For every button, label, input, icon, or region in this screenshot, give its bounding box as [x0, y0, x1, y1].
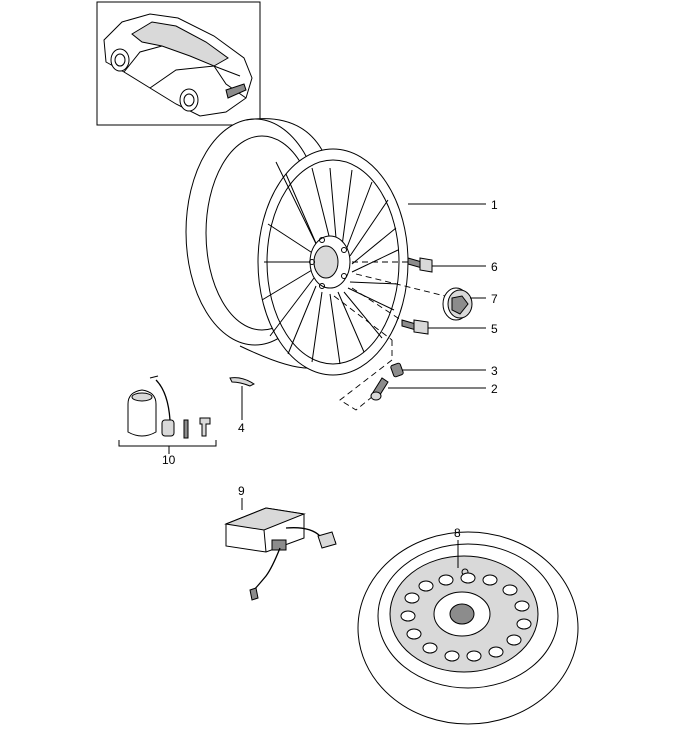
wheel-bolt-icon: [401, 319, 429, 335]
callout-8: 8: [454, 526, 461, 540]
sealant-bottle-icon: [127, 389, 157, 437]
spare-wheel-holes: [400, 572, 532, 662]
compressor-icon: [224, 507, 306, 553]
car-icon: [103, 13, 253, 117]
leader-lines: [241, 203, 486, 568]
callout-1: 1: [491, 198, 498, 212]
balance-weight-icon: [229, 377, 255, 387]
tire-valve-icon: [370, 377, 389, 401]
callout-2: 2: [491, 382, 498, 396]
filler-hose-icon: [149, 375, 175, 437]
valve-insert-icon: [183, 419, 189, 439]
assembly-lines: [333, 261, 446, 411]
spare-wheel: [357, 531, 579, 725]
alloy-wheel: [185, 118, 409, 376]
vehicle-thumbnail: [96, 1, 261, 126]
callout-7: 7: [491, 292, 498, 306]
valve-tool-icon: [199, 417, 211, 437]
callout-6: 6: [491, 260, 498, 274]
tire-compressor: [224, 507, 337, 601]
callout-4: 4: [238, 421, 245, 435]
center-cap-icon: [442, 287, 473, 321]
callouts: 1 6 7 5 3 2 4 10 9 8: [162, 198, 498, 540]
callout-9: 9: [238, 484, 245, 498]
valve-cap-icon: [390, 362, 404, 378]
callout-3: 3: [491, 364, 498, 378]
power-cable-icon: [249, 527, 337, 601]
callout-5: 5: [491, 322, 498, 336]
callout-10: 10: [162, 453, 176, 467]
wheel-bolt-icon: [407, 257, 433, 273]
tire-sealant-kit: [118, 375, 217, 454]
